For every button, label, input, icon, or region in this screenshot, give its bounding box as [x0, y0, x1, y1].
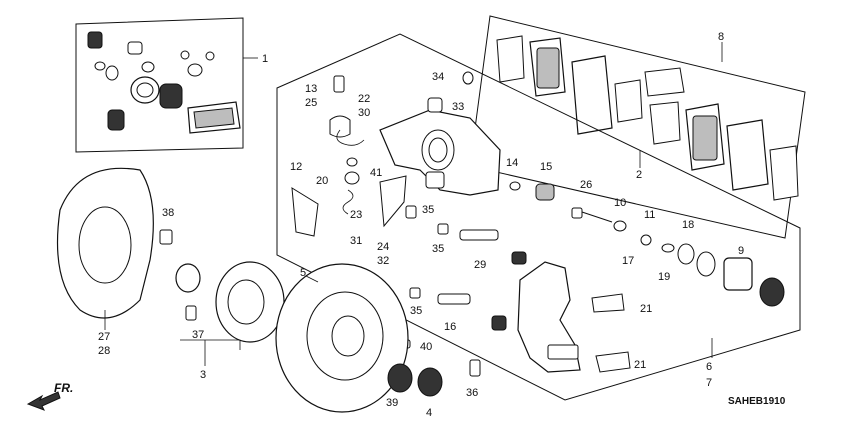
label-41: 41 [370, 167, 382, 179]
label-12: 12 [290, 161, 302, 173]
label-14: 14 [506, 157, 518, 169]
label-26: 26 [580, 179, 592, 191]
label-33: 33 [452, 101, 464, 113]
direction-label: FR. [54, 381, 73, 395]
label-21-b: 21 [634, 359, 646, 371]
label-22: 22 [358, 93, 370, 105]
label-8: 8 [718, 31, 724, 43]
label-18: 18 [682, 219, 694, 231]
caliper-bracket [517, 261, 581, 373]
caps [387, 363, 443, 397]
label-31: 31 [350, 235, 362, 247]
label-32: 32 [377, 255, 389, 267]
label-27: 27 [98, 331, 110, 343]
label-37: 37 [192, 329, 204, 341]
label-3: 3 [200, 369, 206, 381]
caliper-body [379, 97, 501, 196]
label-38: 38 [162, 207, 174, 219]
small-parts [291, 71, 785, 377]
label-28: 28 [98, 345, 110, 357]
diagram-code: SAHEB1910 [728, 396, 786, 407]
label-20: 20 [316, 175, 328, 187]
label-34: 34 [432, 71, 444, 83]
label-17: 17 [622, 255, 634, 267]
label-10: 10 [614, 197, 626, 209]
label-24: 24 [377, 241, 389, 253]
brake-disc [275, 263, 409, 413]
label-23: 23 [350, 209, 362, 221]
label-40: 40 [420, 341, 432, 353]
label-30: 30 [358, 107, 370, 119]
seal-kit-box [75, 17, 258, 153]
brake-pad-box [469, 15, 806, 239]
hub-bearing [175, 261, 285, 366]
label-39: 39 [386, 397, 398, 409]
part-labels: 1 8 2 13 25 22 30 34 33 12 20 41 23 31 2… [98, 31, 744, 419]
label-7: 7 [706, 377, 712, 389]
label-29: 29 [474, 259, 486, 271]
label-5: 5 [300, 267, 306, 279]
label-35-a: 35 [422, 204, 434, 216]
label-35-c: 35 [410, 305, 422, 317]
label-15: 15 [540, 161, 552, 173]
label-9: 9 [738, 245, 744, 257]
label-13: 13 [305, 83, 317, 95]
label-1: 1 [262, 53, 268, 65]
label-16: 16 [444, 321, 456, 333]
label-19: 19 [658, 271, 670, 283]
label-2: 2 [636, 169, 642, 181]
splash-shield [56, 167, 173, 330]
label-36: 36 [466, 387, 478, 399]
front-direction-arrow: FR. [26, 381, 73, 411]
caliper-assembly-box [276, 33, 801, 401]
label-11: 11 [644, 209, 655, 221]
label-4: 4 [426, 407, 432, 419]
label-25: 25 [305, 97, 317, 109]
label-6: 6 [706, 361, 712, 373]
label-35-b: 35 [432, 243, 444, 255]
label-21-a: 21 [640, 303, 652, 315]
